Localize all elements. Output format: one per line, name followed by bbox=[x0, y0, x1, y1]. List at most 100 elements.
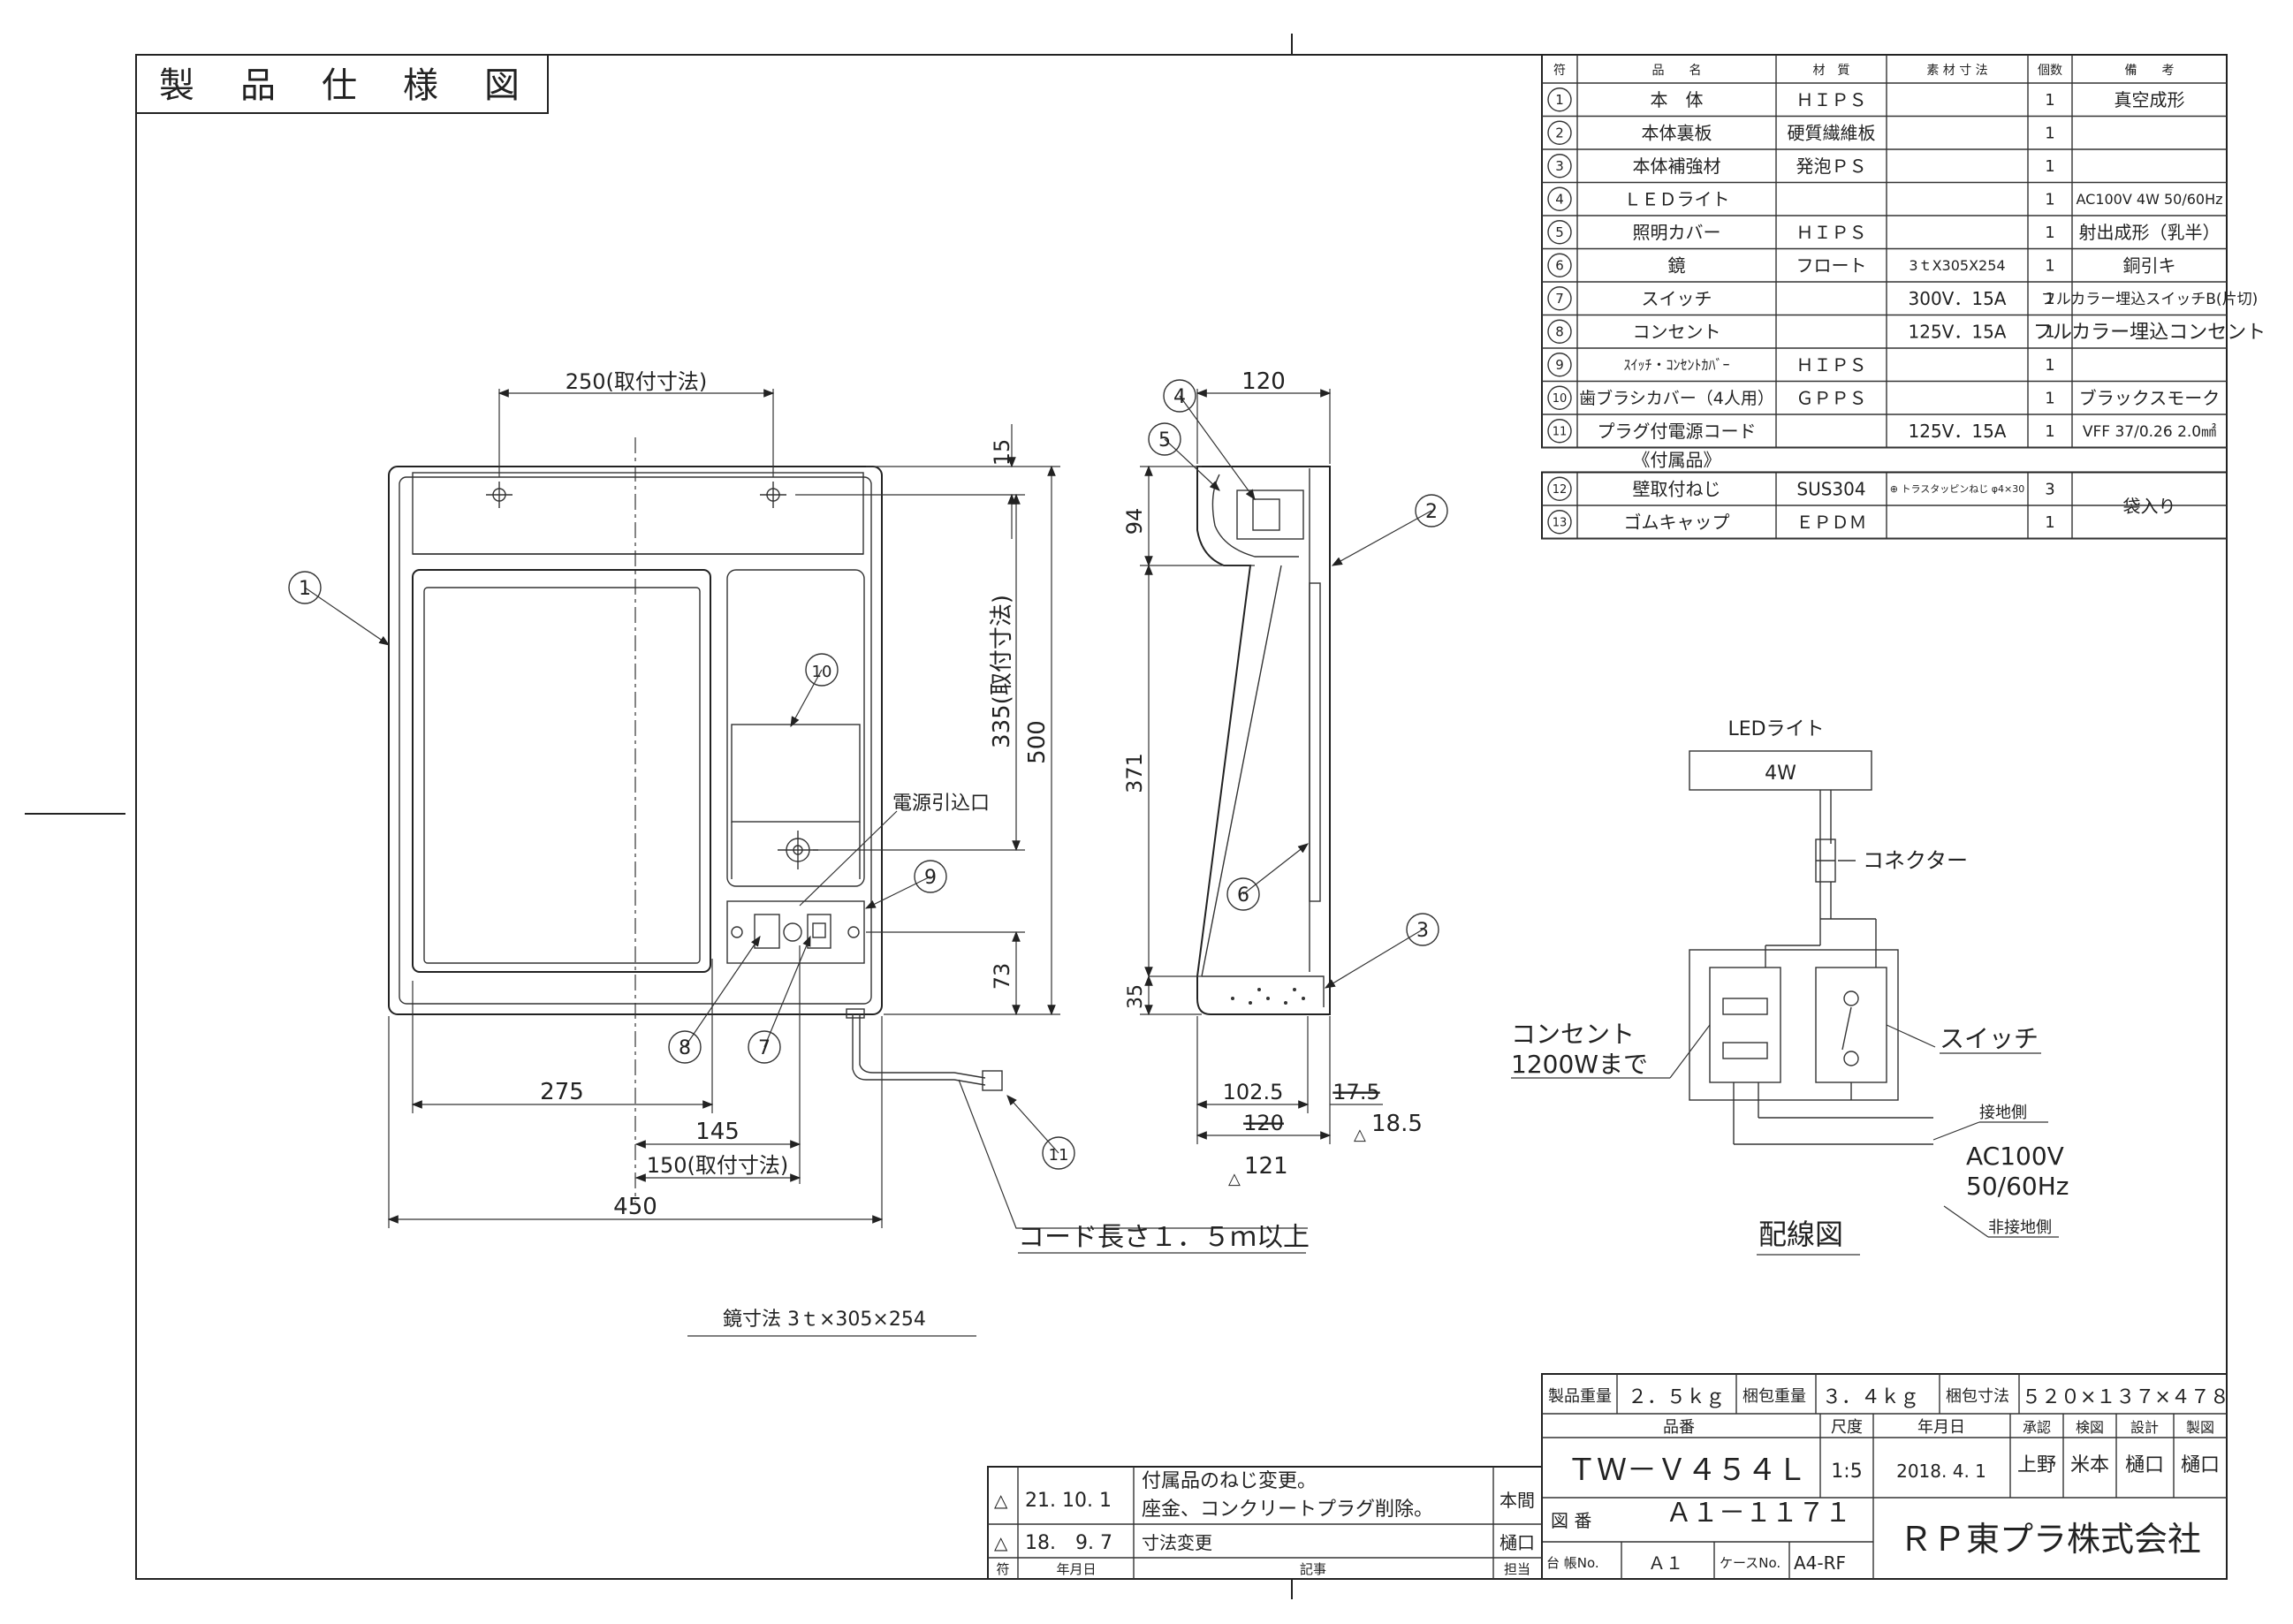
balloon-label-7: 7 bbox=[758, 1037, 771, 1059]
accessory-row-1-col-0: 12 bbox=[1553, 483, 1568, 497]
parts-row-3-col-4: 1 bbox=[2045, 157, 2054, 176]
part-no-label: 品番 bbox=[1663, 1418, 1695, 1437]
side-dim-120-bottom: 120 bbox=[1243, 1111, 1284, 1135]
side-dim-17-5: 17.5 bbox=[1333, 1080, 1379, 1104]
pack-size: ５２０×１３７×４７８ bbox=[2022, 1386, 2229, 1408]
rev-1-mark: △ bbox=[994, 1490, 1008, 1511]
accessory-note: 袋入り bbox=[2123, 496, 2176, 517]
case-label: ケースNo. bbox=[1720, 1555, 1780, 1571]
dim-250: 250(取付寸法) bbox=[566, 369, 708, 394]
accessory-row-2-col-1: ゴムキャップ bbox=[1624, 512, 1730, 533]
rev-1-text-2: 座金、コンクリートプラグ削除。 bbox=[1142, 1499, 1433, 1521]
balloon-label-10: 10 bbox=[812, 663, 832, 681]
switch-symbol bbox=[807, 914, 831, 949]
parts-row-8-col-4: 1 bbox=[2045, 323, 2054, 342]
parts-row-7-col-1: スイッチ bbox=[1642, 288, 1712, 309]
parts-row-3-col-2: 発泡ＰＳ bbox=[1796, 156, 1867, 177]
parts-row-5-col-2: ＨＩＰＳ bbox=[1796, 222, 1867, 243]
parts-row-6-balloon bbox=[1547, 253, 1572, 277]
parts-row-6-col-0: 6 bbox=[1555, 258, 1564, 274]
pack-weight-label: 梱包重量 bbox=[1743, 1387, 1806, 1406]
parts-row-7-note: フルカラー埋込スイッチB(片切) bbox=[2041, 291, 2258, 308]
cord-length-label: コード長さ１．５ｍ以上 bbox=[1018, 1222, 1310, 1253]
balloon-6 bbox=[1226, 877, 1260, 911]
balloon-8 bbox=[668, 1030, 702, 1064]
parts-row-10-col-2: ＧＰＰＳ bbox=[1796, 387, 1867, 408]
mirror-frame bbox=[412, 569, 711, 973]
balloon-2 bbox=[1415, 494, 1448, 527]
rev-2-date: 18. 9. 7 bbox=[1025, 1532, 1112, 1554]
parts-row-4-col-1: ＬＥＤライト bbox=[1624, 188, 1730, 209]
dim-150: 150(取付寸法) bbox=[647, 1153, 789, 1178]
rev-header-date: 年月日 bbox=[1056, 1561, 1096, 1577]
accessory-row-1-col-2: SUS304 bbox=[1796, 478, 1865, 499]
side-view: 120 94 371 35 102.5 17.5 120 △ 18.5 △ 12… bbox=[1122, 368, 1423, 1188]
mount-hole-right bbox=[760, 482, 786, 508]
rev-2-text: 寸法変更 bbox=[1142, 1532, 1212, 1553]
accessory-header: 《付属品》 bbox=[1633, 450, 1721, 471]
parts-row-5-note: 射出成形（乳半） bbox=[2079, 222, 2221, 243]
side-rev-121: 121 bbox=[1244, 1153, 1288, 1180]
wiring-outlet-limit: 1200Wまで bbox=[1511, 1050, 1648, 1079]
product-weight: ２．５ｋｇ bbox=[1628, 1386, 1725, 1408]
power-inlet-mark bbox=[778, 831, 818, 869]
balloon-label-8: 8 bbox=[679, 1037, 691, 1059]
parts-row-6-col-3: 3ｔX305X254 bbox=[1909, 257, 2005, 274]
parts-row-5-col-4: 1 bbox=[2045, 224, 2054, 242]
pack-size-label: 梱包寸法 bbox=[1946, 1387, 2009, 1406]
parts-row-6-col-4: 1 bbox=[2045, 257, 2054, 276]
part-no: ＴＷ－Ｖ４５４Ｌ bbox=[1567, 1453, 1807, 1488]
parts-row-8-col-0: 8 bbox=[1555, 324, 1564, 340]
panel-screw-left bbox=[731, 926, 743, 938]
parts-row-2-col-0: 2 bbox=[1555, 125, 1564, 141]
wiring-led-box bbox=[1689, 750, 1872, 791]
balloon-10 bbox=[805, 653, 839, 687]
parts-row-2-col-2: 硬質繊維板 bbox=[1788, 122, 1876, 143]
rev-triangle-1: △ bbox=[1354, 1126, 1366, 1144]
ledger-label: 台 帳No. bbox=[1546, 1555, 1599, 1571]
accessory-row-1-col-3: ⊕ トラスタッピンねじ φ4×30 bbox=[1890, 483, 2024, 495]
parts-row-3-col-1: 本体補強材 bbox=[1633, 156, 1721, 177]
rev-1-person: 本間 bbox=[1500, 1490, 1535, 1511]
accessory-row-1-col-1: 壁取付ねじ bbox=[1633, 478, 1721, 499]
design-value: 樋口 bbox=[2125, 1454, 2164, 1476]
parts-row-11-col-1: プラグ付電源コード bbox=[1598, 421, 1757, 442]
company-name: ＲＰ東プラ株式会社 bbox=[1899, 1520, 2201, 1559]
side-reinforcement bbox=[1202, 975, 1325, 1007]
date-value: 2018. 4. 1 bbox=[1896, 1461, 1986, 1482]
light-cover bbox=[412, 472, 864, 555]
date-label: 年月日 bbox=[1917, 1418, 1965, 1437]
power-inlet-label: 電源引込口 bbox=[892, 793, 990, 815]
switch-outlet-cover bbox=[726, 900, 865, 964]
accessory-row-2-col-4: 1 bbox=[2045, 513, 2054, 532]
rev-header-mark: 符 bbox=[996, 1561, 1009, 1577]
dim-15: 15 bbox=[990, 439, 1014, 467]
parts-row-9-balloon bbox=[1547, 353, 1572, 377]
drawing-no: Ａ１－１１７１ bbox=[1666, 1498, 1851, 1529]
parts-row-1-note: 真空成形 bbox=[2115, 89, 2185, 110]
parts-row-11-col-4: 1 bbox=[2045, 422, 2054, 441]
parts-row-1-balloon bbox=[1547, 87, 1572, 112]
accessory-row-2-balloon bbox=[1547, 510, 1572, 535]
check-value: 米本 bbox=[2070, 1454, 2109, 1476]
parts-row-11-col-0: 11 bbox=[1553, 425, 1568, 438]
parts-row-5-col-0: 5 bbox=[1555, 224, 1564, 240]
dim-335: 335(取付寸法) bbox=[989, 595, 1015, 748]
balloon-7 bbox=[748, 1030, 781, 1064]
parts-header-2: 材 質 bbox=[1813, 64, 1850, 78]
parts-header-4: 個数 bbox=[2038, 64, 2062, 78]
parts-row-6-col-1: 鏡 bbox=[1668, 254, 1686, 276]
title-box bbox=[135, 54, 549, 114]
balloon-label-11: 11 bbox=[1049, 1146, 1069, 1165]
wiring-ac-label: AC100V bbox=[1966, 1142, 2064, 1171]
parts-row-7-balloon bbox=[1547, 286, 1572, 311]
dim-450: 450 bbox=[613, 1194, 657, 1220]
balloon-3 bbox=[1406, 913, 1439, 946]
balloon-5 bbox=[1148, 422, 1181, 456]
parts-row-6-note: 銅引キ bbox=[2123, 254, 2176, 276]
side-dim-120-top: 120 bbox=[1241, 368, 1286, 395]
balloon-label-3: 3 bbox=[1416, 920, 1429, 942]
